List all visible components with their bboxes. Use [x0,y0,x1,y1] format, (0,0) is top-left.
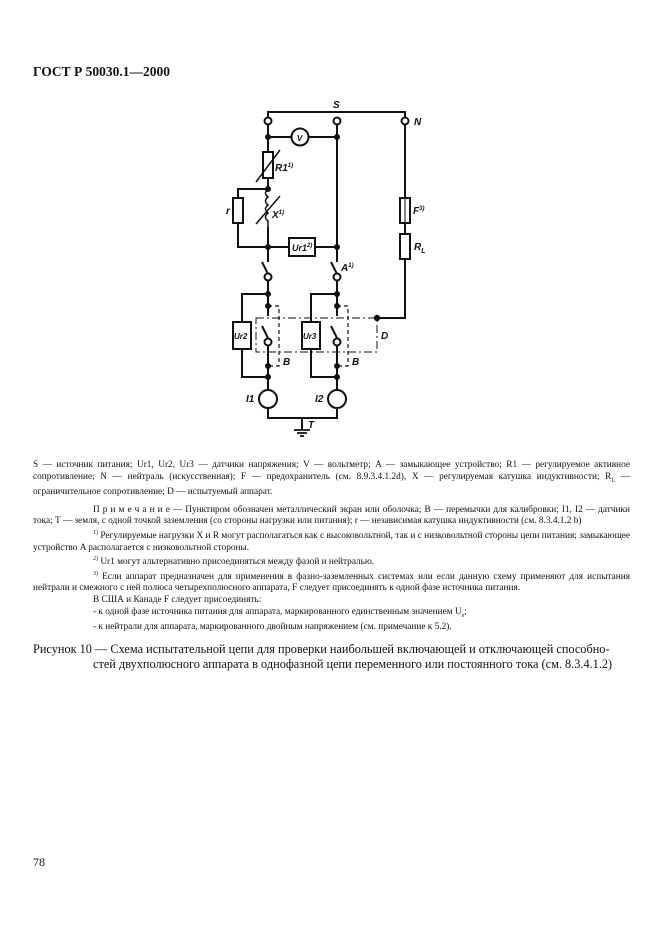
caption-line-2: стей двухполюсного аппарата в однофазной… [93,656,613,671]
usa-note: В США и Канаде F следует присоединять: [93,595,262,606]
label-ur2: Ur2 [234,332,248,341]
label-rl: RL [414,242,426,255]
terminal-neutral [400,116,410,126]
label-i2: I2 [315,394,324,405]
inductor-x [264,188,270,227]
node [334,303,340,309]
sensor-ur3 [301,321,321,350]
node [265,186,271,192]
legend-text: S — источник питания; Ur1, Ur2, Ur3 — да… [33,460,631,498]
current-sensor-i1 [258,389,278,409]
figure-legend: S — источник питания; Ur1, Ur2, Ur3 — да… [33,460,630,499]
node [373,314,381,322]
label-f: F3) [413,206,424,217]
node [334,363,340,369]
usa-item-2: - к нейтрали для аппарата, маркированног… [93,622,452,633]
label-ur1: Ur12) [292,243,312,253]
label-ur3: Ur3 [303,332,317,341]
label-s: S [333,100,340,111]
voltmeter-icon [290,127,310,147]
ground-icon [294,429,310,437]
node [334,374,340,380]
device-contact [263,337,273,347]
node [265,303,271,309]
label-i1: I1 [246,394,255,405]
node [334,291,340,297]
sensor-ur2 [232,321,252,350]
node [265,134,271,140]
node [334,244,340,250]
switch-contact [332,272,342,282]
text-flow: S — источник питания; Ur1, Ur2, Ur3 — да… [33,460,630,672]
page-number: 78 [33,855,45,869]
figure-notes: П р и м е ч а н и е — Пунктиром обозначе… [33,505,630,634]
variable-arrow-x [255,195,281,225]
caption-line-1: Рисунок 10 — Схема испытательной цепи дл… [33,641,610,656]
label-d: D [381,331,388,342]
label-a: A1) [340,263,354,274]
label-r1: R11) [275,163,293,174]
variable-arrow-r1 [255,149,281,183]
document-header: ГОСТ Р 50030.1—2000 [33,64,171,79]
footnote-1: 1) Регулируемые нагрузки X и R могут рас… [33,529,630,553]
label-r: r [226,206,231,217]
usa-item-1: - к одной фазе источника питания для апп… [93,606,467,619]
node [265,363,271,369]
calibration-link-b1 [268,305,280,367]
label-v: V [297,134,303,143]
resistor-r1 [262,151,274,179]
current-sensor-i2 [327,389,347,409]
label-b1: B [283,357,290,368]
node [265,291,271,297]
footnote-3: 3) Если аппарат предназначен для примене… [33,570,630,594]
node [265,244,271,250]
earth-wire [267,408,338,430]
label-t: T [308,420,315,431]
ur2-loop [241,293,268,378]
switch-left [261,261,269,306]
circuit-diagram: S N V R11) r X1) Ur12) A1) F3) RL Ur2 Ur… [226,100,426,437]
node [334,134,340,140]
footnote-2: 2) Ur1 могут альтернативно присоединятьс… [93,556,375,568]
neutral-wire [377,125,406,319]
label-n: N [414,117,422,128]
switch-contact [263,272,273,282]
r-loop [237,188,337,248]
switch-a [330,261,338,306]
terminal-left [263,116,273,126]
note: П р и м е ч а н и е — Пунктиром обозначе… [33,504,630,527]
device-contact [332,337,342,347]
label-b2: B [352,357,359,368]
ur3-loop [310,293,337,378]
terminal-mid [332,116,342,126]
figure-caption: Рисунок 10 — Схема испытательной цепи дл… [33,642,630,672]
metal-enclosure [255,317,378,353]
label-x: X1) [271,210,284,221]
calibration-link-b2 [337,305,349,367]
resistor-rl [399,233,411,260]
inductor-r [232,197,244,224]
node [265,374,271,380]
sensor-ur1 [288,237,316,257]
